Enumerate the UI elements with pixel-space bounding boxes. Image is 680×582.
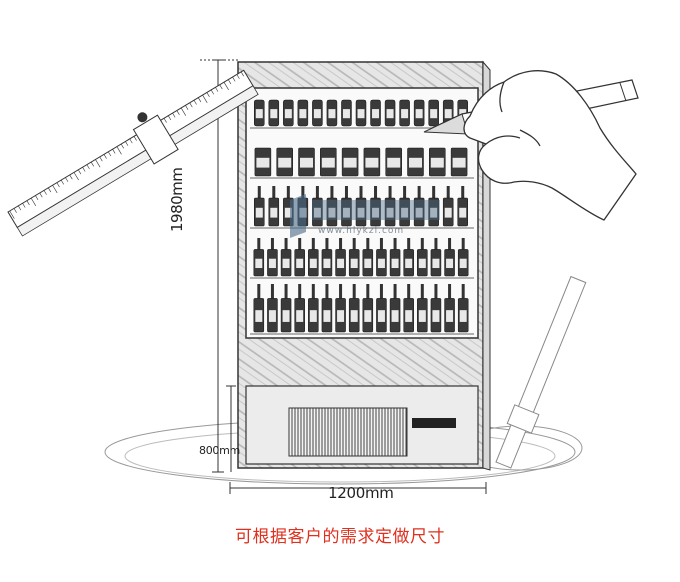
- product-item: [280, 284, 292, 333]
- product-item: [308, 238, 319, 277]
- product-item: [341, 147, 359, 177]
- product-item: [417, 238, 428, 277]
- product-item: [370, 99, 381, 127]
- product-item: [457, 238, 469, 277]
- product-item: [442, 186, 454, 227]
- product-item: [283, 99, 294, 127]
- product-item: [253, 284, 265, 333]
- product-item: [355, 99, 367, 127]
- ruler-icon: [7, 69, 259, 237]
- product-item: [326, 186, 338, 227]
- product-item: [428, 99, 439, 127]
- product-item: [362, 284, 374, 333]
- product-item: [308, 284, 319, 333]
- product-item: [399, 186, 410, 227]
- product-item: [321, 284, 333, 333]
- product-item: [294, 238, 305, 277]
- product-item: [348, 238, 360, 277]
- product-item: [413, 186, 425, 227]
- product-item: [312, 186, 323, 227]
- product-item: [370, 186, 381, 227]
- product-item: [363, 147, 381, 177]
- ruler-icon: [495, 275, 587, 469]
- product-item: [457, 186, 468, 227]
- product-item: [267, 284, 278, 333]
- product-item: [362, 238, 374, 277]
- product-item: [254, 99, 265, 127]
- product-item: [384, 99, 396, 127]
- product-item: [444, 284, 455, 333]
- product-item: [312, 99, 323, 127]
- product-shelves: [250, 127, 474, 335]
- watermark-url: www.hlykzl.com: [318, 226, 405, 236]
- products: [253, 99, 469, 333]
- product-item: [376, 238, 387, 277]
- product-item: [389, 284, 401, 333]
- product-item: [389, 238, 401, 277]
- dimension-lines: [200, 59, 487, 494]
- product-item: [267, 238, 278, 277]
- product-item: [341, 186, 352, 227]
- product-item: [407, 147, 424, 177]
- ventilation-grill: [288, 407, 408, 457]
- product-item: [403, 238, 414, 277]
- product-item: [444, 238, 455, 277]
- caption: 可根据客户的需求定做尺寸: [235, 527, 445, 547]
- product-item: [326, 99, 338, 127]
- product-item: [348, 284, 360, 333]
- watermark-logo: [290, 194, 440, 238]
- product-item: [335, 238, 346, 277]
- product-item: [430, 238, 442, 277]
- product-item: [321, 238, 333, 277]
- product-item: [355, 186, 367, 227]
- product-item: [268, 186, 280, 227]
- product-item: [297, 99, 309, 127]
- product-item: [341, 99, 352, 127]
- product-item: [294, 284, 305, 333]
- product-item: [417, 284, 428, 333]
- product-item: [430, 284, 442, 333]
- product-item: [254, 147, 272, 177]
- product-item: [384, 186, 396, 227]
- product-item: [429, 147, 446, 177]
- product-item: [457, 284, 469, 333]
- product-item: [254, 186, 265, 227]
- width-dimension-label: 1200mm: [328, 484, 394, 502]
- product-item: [280, 238, 292, 277]
- product-item: [428, 186, 439, 227]
- product-item: [399, 99, 410, 127]
- product-item: [403, 284, 414, 333]
- product-item: [450, 147, 468, 177]
- height-dimension-label: 1980mm: [168, 167, 186, 232]
- product-item: [320, 147, 337, 177]
- product-item: [335, 284, 346, 333]
- product-item: [268, 99, 280, 127]
- product-item: [385, 147, 402, 177]
- product-item: [413, 99, 425, 127]
- product-item: [298, 147, 315, 177]
- product-item: [276, 147, 293, 177]
- brand-plate: [412, 418, 456, 428]
- product-item: [376, 284, 387, 333]
- base-height-dimension-label: 800mm: [199, 444, 240, 457]
- hand-icon: [463, 70, 637, 221]
- product-item: [253, 238, 265, 277]
